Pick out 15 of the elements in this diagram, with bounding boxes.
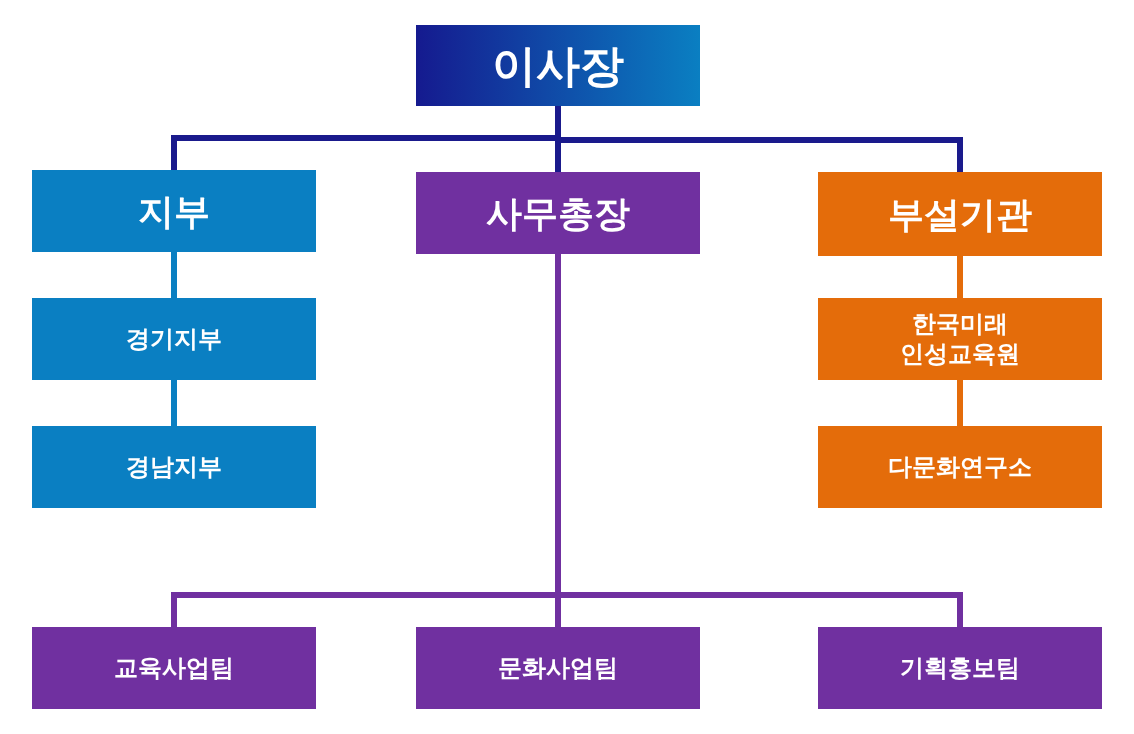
department-box: 사무총장	[416, 172, 700, 254]
branch-box: 경기지부	[32, 298, 316, 380]
branch-box: 지부	[32, 170, 316, 252]
institute-box: 다문화연구소	[818, 426, 1102, 508]
team-box: 기획홍보팀	[818, 627, 1102, 709]
institute-box: 한국미래 인성교육원	[818, 298, 1102, 380]
branch-box: 경남지부	[32, 426, 316, 508]
title-box: 이사장	[416, 25, 700, 106]
department-box: 부설기관	[818, 172, 1102, 256]
team-box: 교육사업팀	[32, 627, 316, 709]
connector-line	[957, 380, 963, 426]
team-box: 문화사업팀	[416, 627, 700, 709]
connector-line	[171, 252, 177, 298]
connector-line	[957, 256, 963, 298]
connector-line	[171, 380, 177, 426]
